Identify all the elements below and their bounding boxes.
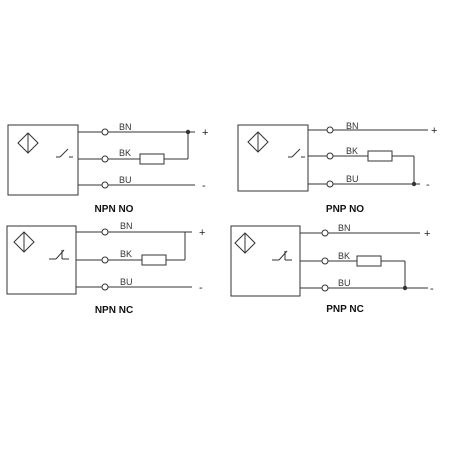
sensor-body <box>6 225 77 295</box>
terminal-circle-icon <box>101 228 109 236</box>
wire-label-bk: BK <box>338 251 350 261</box>
wire-label-bn: BN <box>346 121 359 131</box>
polarity-minus: - <box>430 283 434 295</box>
polarity-minus: - <box>202 180 206 192</box>
terminal-circle-icon <box>326 180 334 188</box>
diagram-npn-no: BN BK BU + - NPN NO <box>7 122 208 215</box>
proximity-sensor-symbol-icon <box>247 131 269 153</box>
polarity-plus: + <box>431 125 437 137</box>
resistor-icon <box>139 153 165 165</box>
diagram-pnp-no: BN BK BU + - PNP NO <box>237 121 437 215</box>
terminal-circle-icon <box>101 181 109 189</box>
diagram-caption: PNP NO <box>326 204 364 215</box>
wire-label-bu: BU <box>119 175 132 185</box>
diagram-caption: PNP NC <box>326 304 364 315</box>
polarity-plus: + <box>202 127 208 139</box>
junction-dot <box>402 285 408 291</box>
resistor-icon <box>356 255 382 267</box>
wire-label-bu: BU <box>338 278 351 288</box>
sensor-body <box>237 124 309 192</box>
resistor-icon <box>141 254 167 266</box>
terminal-circle-icon <box>101 128 109 136</box>
diagram-pnp-nc: BN BK BU + - PNP NC <box>230 223 434 315</box>
diagram-caption: NPN NC <box>95 305 133 316</box>
switch-contact-no-icon <box>56 148 73 158</box>
terminal-circle-icon <box>326 126 334 134</box>
terminal-circle-icon <box>101 155 109 163</box>
junction-dot <box>185 129 191 135</box>
wire-label-bu: BU <box>120 277 133 287</box>
terminal-circle-icon <box>101 283 109 291</box>
terminal-circle-icon <box>326 152 334 160</box>
sensor-body <box>7 124 79 196</box>
switch-contact-nc-icon <box>272 250 292 261</box>
switch-contact-nc-icon <box>49 249 69 260</box>
wire-label-bk: BK <box>346 146 358 156</box>
proximity-sensor-symbol-icon <box>234 232 256 254</box>
wire-label-bu: BU <box>346 174 359 184</box>
wire-label-bn: BN <box>119 122 132 132</box>
polarity-plus: + <box>199 227 205 239</box>
terminal-circle-icon <box>101 256 109 264</box>
polarity-minus: - <box>426 179 430 191</box>
diagram-npn-nc: BN BK BU + - NPN NC <box>6 221 205 316</box>
polarity-plus: + <box>424 228 430 240</box>
terminal-circle-icon <box>321 284 329 292</box>
proximity-sensor-symbol-icon <box>17 132 39 154</box>
polarity-minus: - <box>199 282 203 294</box>
wire-label-bn: BN <box>338 223 351 233</box>
switch-contact-no-icon <box>288 148 305 158</box>
resistor-icon <box>367 150 393 162</box>
terminal-circle-icon <box>321 257 329 265</box>
terminal-circle-icon <box>321 229 329 237</box>
wire-label-bk: BK <box>120 249 132 259</box>
wire-label-bk: BK <box>119 148 131 158</box>
wire-label-bn: BN <box>120 221 133 231</box>
junction-dot <box>411 181 417 187</box>
proximity-sensor-symbol-icon <box>13 231 35 253</box>
diagram-caption: NPN NO <box>95 204 134 215</box>
